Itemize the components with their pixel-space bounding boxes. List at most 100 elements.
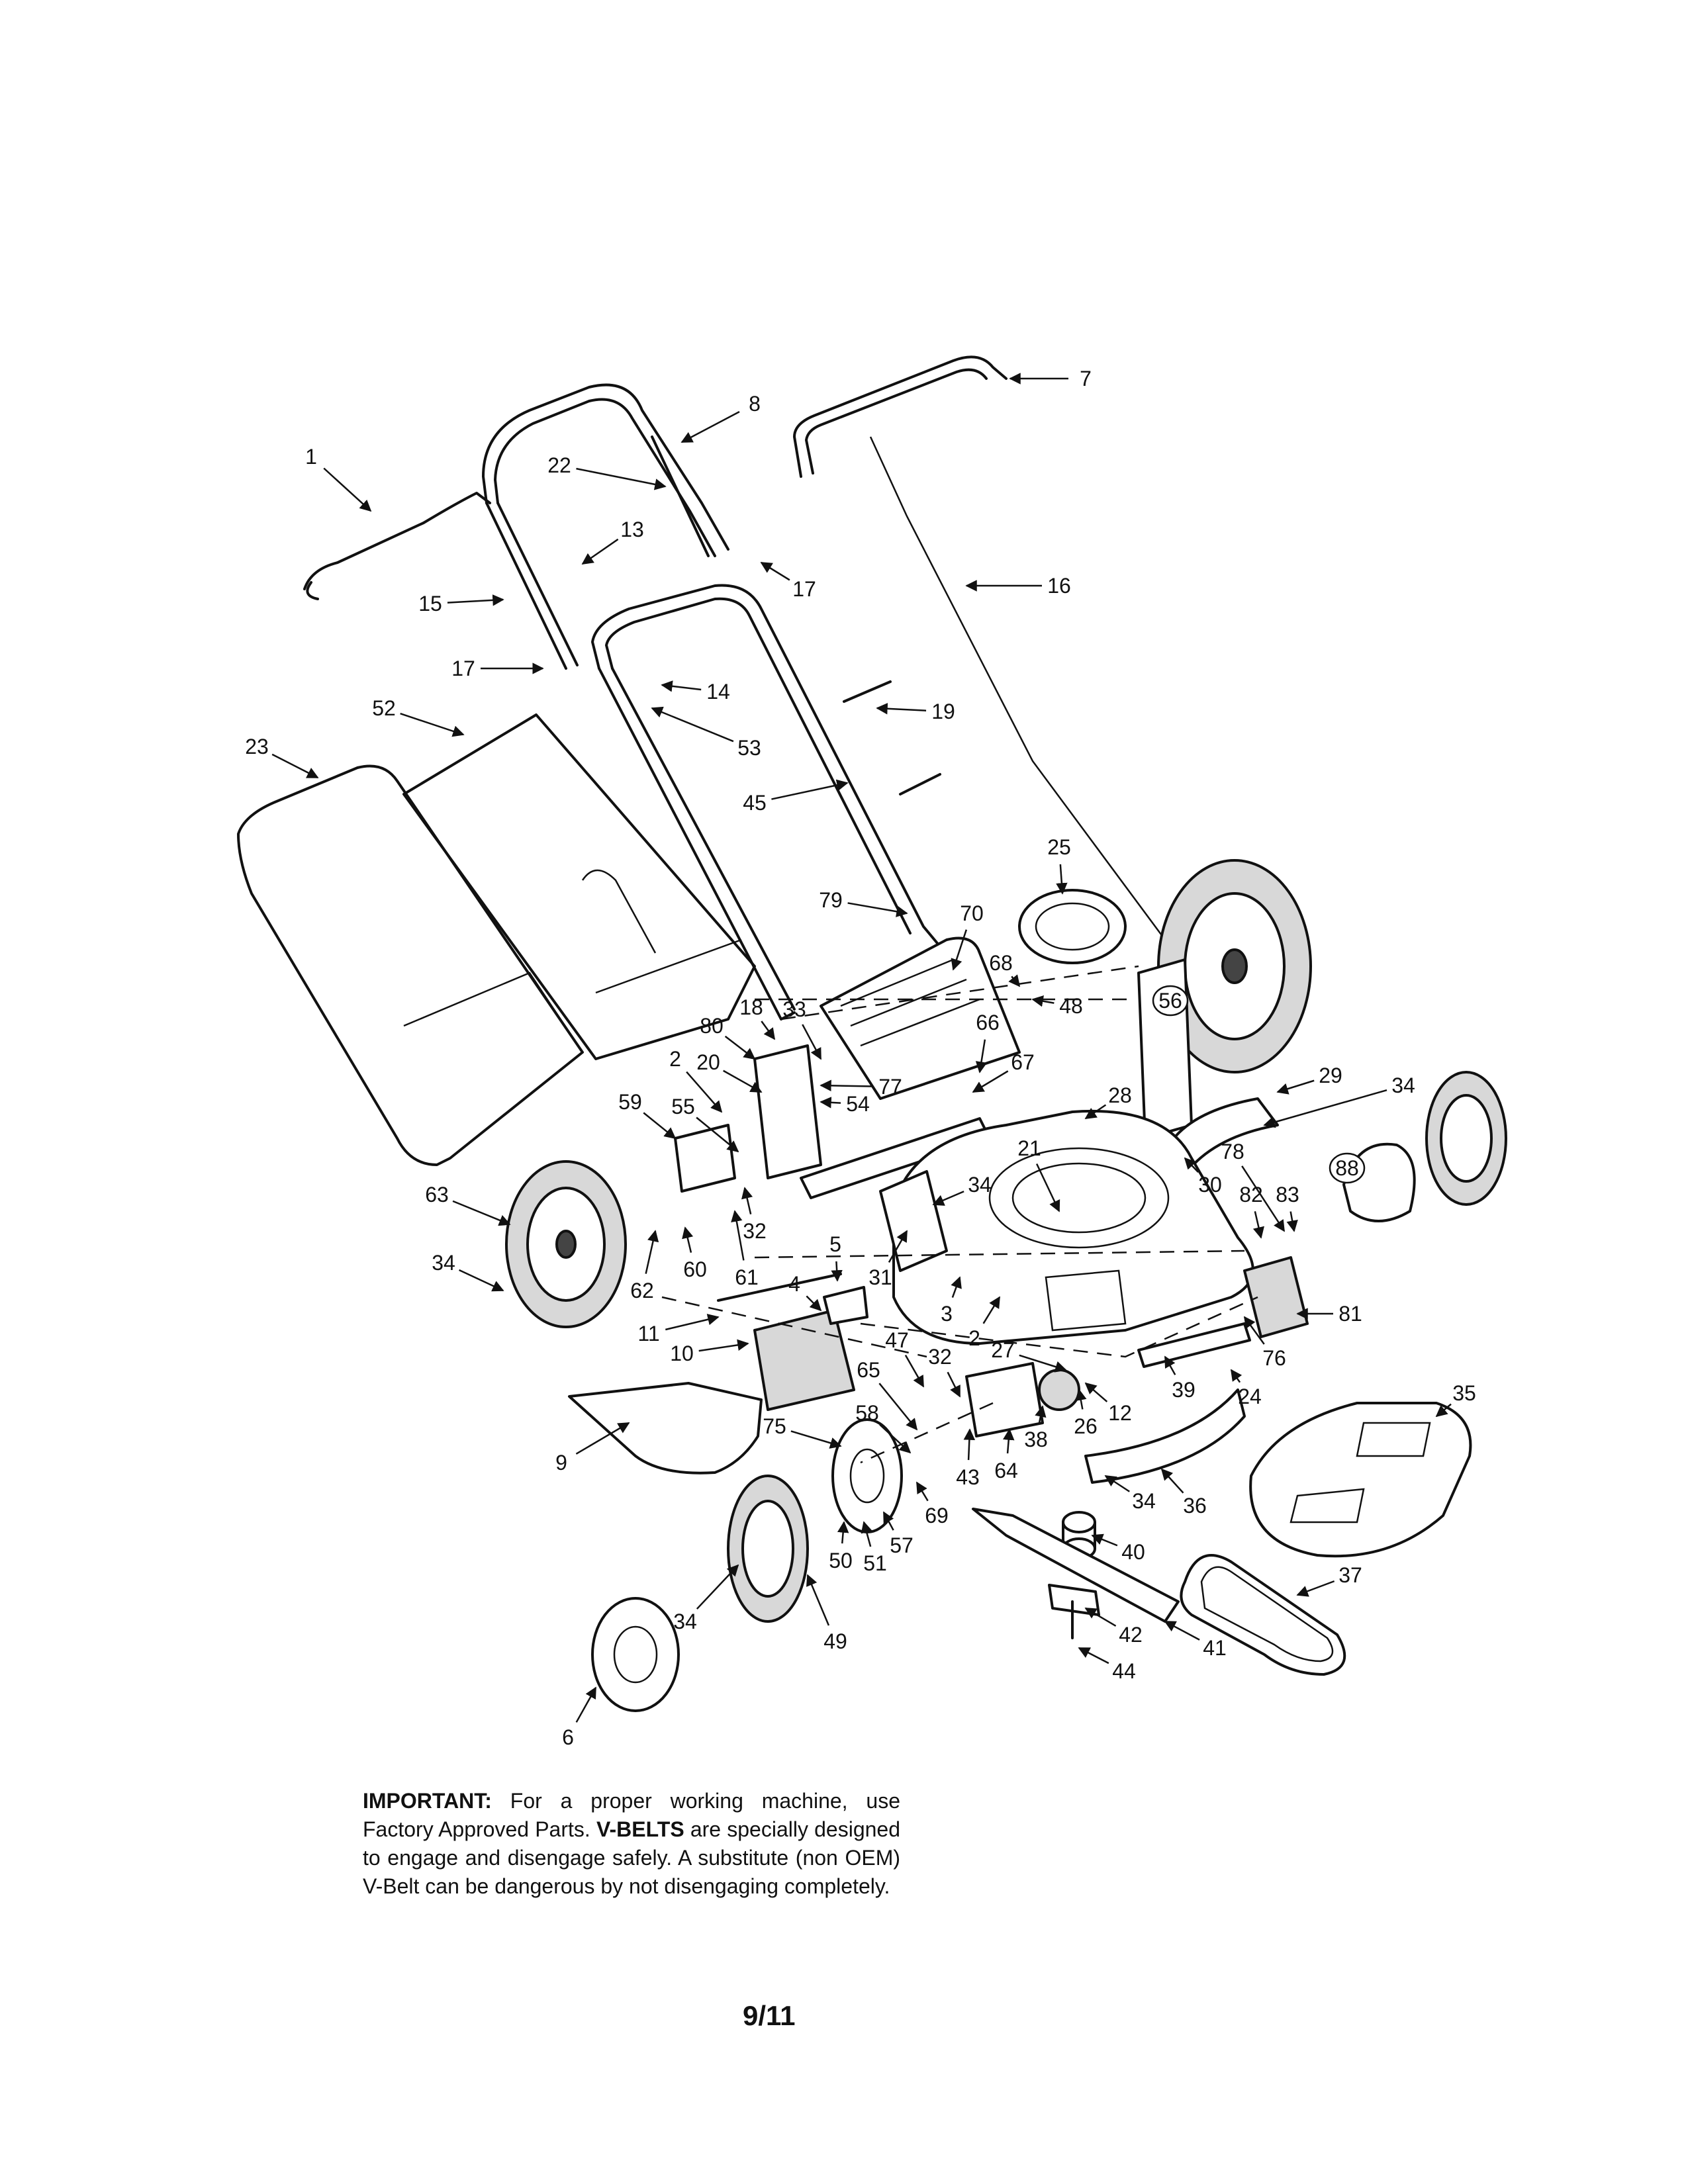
part-8-inner bbox=[494, 398, 716, 557]
callout-c13: 13 bbox=[620, 518, 644, 541]
leader-c69 bbox=[915, 1481, 929, 1502]
callout-c1: 1 bbox=[305, 445, 317, 469]
callout-c62: 62 bbox=[630, 1279, 654, 1302]
callout-c69: 69 bbox=[925, 1504, 949, 1527]
callout-c83: 83 bbox=[1276, 1183, 1299, 1206]
part-31-side-skirt bbox=[879, 1170, 948, 1272]
callout-c42: 42 bbox=[1119, 1623, 1143, 1647]
leader-c14 bbox=[661, 680, 702, 692]
leader-c40 bbox=[1091, 1533, 1118, 1547]
callout-c51: 51 bbox=[863, 1551, 887, 1575]
callout-c6: 6 bbox=[562, 1725, 574, 1749]
leader-c4 bbox=[806, 1295, 822, 1312]
leader-c20 bbox=[723, 1069, 763, 1093]
part-75-gear bbox=[831, 1418, 903, 1533]
leader-c38 bbox=[1035, 1405, 1047, 1423]
part-52-bag-frame bbox=[402, 713, 756, 1060]
callout-c12: 12 bbox=[1108, 1401, 1132, 1425]
callout-c43: 43 bbox=[956, 1465, 980, 1489]
callout-c2b: 2 bbox=[968, 1326, 980, 1350]
callout-c77: 77 bbox=[878, 1075, 902, 1099]
leader-c76 bbox=[1243, 1316, 1265, 1345]
callout-c10: 10 bbox=[670, 1342, 694, 1365]
leader-c32a bbox=[741, 1187, 753, 1214]
callout-c31: 31 bbox=[868, 1265, 892, 1289]
part-40-spindle bbox=[1062, 1511, 1096, 1533]
leader-c61 bbox=[731, 1210, 745, 1261]
callout-c66: 66 bbox=[976, 1011, 1000, 1034]
leader-c51 bbox=[861, 1521, 872, 1547]
part-28-mower-deck bbox=[892, 1109, 1254, 1345]
leader-c52 bbox=[400, 713, 465, 737]
callout-c37: 37 bbox=[1338, 1563, 1362, 1587]
leader-c50 bbox=[837, 1521, 849, 1544]
callout-c19: 19 bbox=[931, 700, 955, 723]
leader-c43 bbox=[963, 1428, 976, 1461]
leader-c39 bbox=[1164, 1355, 1176, 1375]
callout-c82: 82 bbox=[1239, 1183, 1263, 1206]
leader-c34a bbox=[1263, 1089, 1387, 1128]
callout-c56: 56 bbox=[1158, 989, 1182, 1013]
callout-c67: 67 bbox=[1011, 1050, 1035, 1074]
callout-c64: 64 bbox=[994, 1459, 1018, 1482]
leader-c11 bbox=[665, 1314, 720, 1331]
leader-c23 bbox=[271, 753, 319, 779]
circle-c88 bbox=[1329, 1152, 1366, 1184]
part-41-blade bbox=[972, 1508, 1180, 1623]
callout-c61: 61 bbox=[735, 1265, 759, 1289]
leader-c34e bbox=[696, 1564, 739, 1610]
callout-c16: 16 bbox=[1047, 574, 1071, 598]
callout-c26: 26 bbox=[1074, 1414, 1098, 1438]
leader-c15 bbox=[447, 594, 504, 606]
part-37-v-belt bbox=[1180, 1554, 1346, 1676]
leader-c6 bbox=[575, 1686, 597, 1723]
leader-c68 bbox=[1008, 974, 1021, 987]
part-23-grass-bag bbox=[237, 764, 584, 1166]
callout-c14: 14 bbox=[706, 680, 730, 704]
assembly-line-6 bbox=[860, 1402, 994, 1464]
part-6-hubcap bbox=[591, 1597, 680, 1712]
part-8-upper-handle bbox=[482, 383, 729, 551]
part-1-end bbox=[306, 581, 319, 600]
leader-c18 bbox=[761, 1021, 776, 1040]
part-16-drive-cable bbox=[869, 436, 1166, 940]
part-10-discharge-door bbox=[753, 1309, 855, 1411]
leader-c66 bbox=[975, 1039, 988, 1073]
callout-c50: 50 bbox=[829, 1549, 853, 1572]
leader-c12 bbox=[1084, 1382, 1108, 1402]
leader-c80 bbox=[724, 1035, 756, 1060]
callout-c34e: 34 bbox=[673, 1610, 697, 1633]
leader-c30 bbox=[1184, 1157, 1199, 1173]
callout-c28: 28 bbox=[1108, 1083, 1132, 1107]
leader-c2a bbox=[686, 1071, 723, 1113]
leader-c57 bbox=[882, 1511, 894, 1531]
part-59-height-bracket-left bbox=[674, 1124, 736, 1193]
page-number: 9/11 bbox=[743, 2000, 796, 2031]
part-7-drive-bail bbox=[793, 355, 1008, 478]
part-5-latch bbox=[823, 1286, 868, 1325]
callout-c38: 38 bbox=[1024, 1428, 1048, 1451]
part-1-bail-wire bbox=[303, 492, 491, 590]
leader-c41 bbox=[1164, 1620, 1200, 1641]
callout-c45: 45 bbox=[743, 791, 767, 815]
vbelts-label: V-BELTS bbox=[596, 1817, 684, 1841]
callout-c81: 81 bbox=[1338, 1302, 1362, 1326]
callout-c59: 59 bbox=[618, 1090, 642, 1114]
assembly-line-5 bbox=[860, 1296, 1258, 1358]
callout-c41: 41 bbox=[1203, 1636, 1227, 1660]
callout-c9: 9 bbox=[555, 1451, 567, 1475]
callout-c34c: 34 bbox=[432, 1251, 455, 1275]
leader-c34d bbox=[1104, 1475, 1130, 1492]
callout-c29: 29 bbox=[1319, 1064, 1342, 1087]
assembly-line-2 bbox=[780, 965, 1139, 1021]
leader-c2b bbox=[982, 1296, 1001, 1324]
leader-c82 bbox=[1252, 1211, 1264, 1239]
leader-c49 bbox=[806, 1574, 830, 1626]
leader-c5 bbox=[831, 1261, 843, 1282]
leader-c42 bbox=[1084, 1607, 1117, 1627]
callout-c55: 55 bbox=[671, 1095, 695, 1118]
callout-c44: 44 bbox=[1112, 1659, 1136, 1683]
callout-c63: 63 bbox=[425, 1183, 449, 1206]
leader-c29 bbox=[1276, 1079, 1315, 1095]
